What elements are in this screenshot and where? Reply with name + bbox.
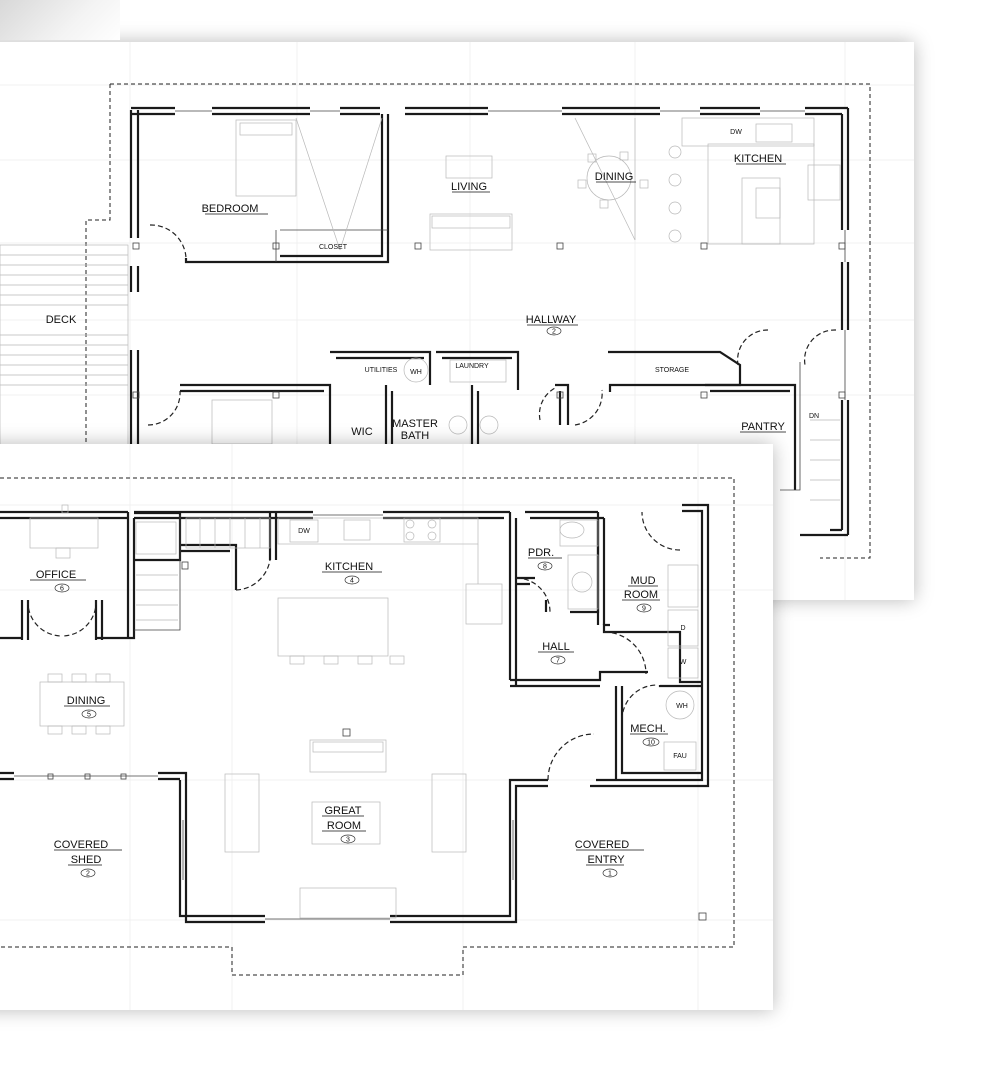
lower-furniture: [29, 504, 699, 919]
num-kitchen: 4: [350, 578, 354, 585]
label-great-room: ROOM: [327, 820, 361, 832]
label-great: GREAT: [324, 805, 361, 817]
lower-roofline-outline: [0, 477, 735, 976]
num-office: 6: [60, 586, 64, 593]
num-pdr: 8: [543, 564, 547, 571]
upper-outlet-symbols: [132, 242, 846, 399]
label-entry: ENTRY: [587, 854, 625, 866]
num-mech: 10: [647, 740, 655, 747]
num-hall: 7: [556, 658, 560, 665]
fixture-washer: W: [680, 659, 687, 666]
label-hallway: HALLWAY: [526, 314, 577, 326]
num-great-room: 3: [346, 837, 350, 844]
label-utilities: UTILITIES: [365, 367, 398, 374]
fixture-fau: FAU: [673, 753, 687, 760]
lower-outlet-symbols: [181, 561, 707, 921]
num-mud-room: 9: [642, 606, 646, 613]
label-deck: DECK: [46, 314, 77, 326]
fixture-dryer: D: [680, 625, 685, 632]
label-mud-room: ROOM: [624, 589, 658, 601]
fixture-wh-lower: WH: [676, 703, 688, 710]
label-lower-kitchen: KITCHEN: [325, 561, 373, 573]
lower-windows: [14, 514, 514, 920]
label-mech: MECH.: [630, 723, 665, 735]
label-living: LIVING: [451, 181, 487, 193]
label-mud: MUD: [630, 575, 655, 587]
label-upper-dining: DINING: [595, 171, 634, 183]
num-dining: 5: [87, 712, 91, 719]
lower-doors: [27, 511, 681, 781]
label-laundry: LAUNDRY: [455, 363, 489, 370]
label-upper-kitchen: KITCHEN: [734, 153, 782, 165]
label-covered-shed-1: COVERED: [54, 839, 108, 851]
label-shed: SHED: [71, 854, 102, 866]
fixture-dw-upper: DW: [730, 129, 742, 136]
num-hallway: 2: [552, 329, 556, 336]
lower-interior-walls: [0, 511, 702, 780]
label-closet: CLOSET: [319, 244, 348, 251]
label-pantry: PANTRY: [741, 421, 785, 433]
num-covered-entry: 1: [608, 871, 612, 878]
label-bath: BATH: [401, 430, 430, 442]
label-office: OFFICE: [36, 569, 76, 581]
background-corner-shade: [0, 0, 120, 40]
upper-roofline-outline: [85, 83, 871, 559]
fixture-dw-lower: DW: [298, 528, 310, 535]
label-covered-entry-1: COVERED: [575, 839, 629, 851]
upper-interior-walls: [180, 114, 801, 491]
label-bedroom: BEDROOM: [202, 203, 259, 215]
label-master: MASTER: [392, 418, 438, 430]
label-hall: HALL: [542, 641, 570, 653]
label-lower-dining: DINING: [67, 695, 106, 707]
num-covered-shed: 2: [86, 871, 90, 878]
label-storage: STORAGE: [655, 367, 689, 374]
label-pdr: PDR.: [528, 547, 554, 559]
fixture-wh-upper: WH: [410, 369, 422, 376]
fixture-dn-upper: DN: [809, 413, 819, 420]
upper-exterior-walls: [129, 106, 850, 537]
upper-furniture: [0, 117, 841, 501]
upper-doors: [147, 224, 837, 426]
label-wic: WIC: [351, 426, 372, 438]
